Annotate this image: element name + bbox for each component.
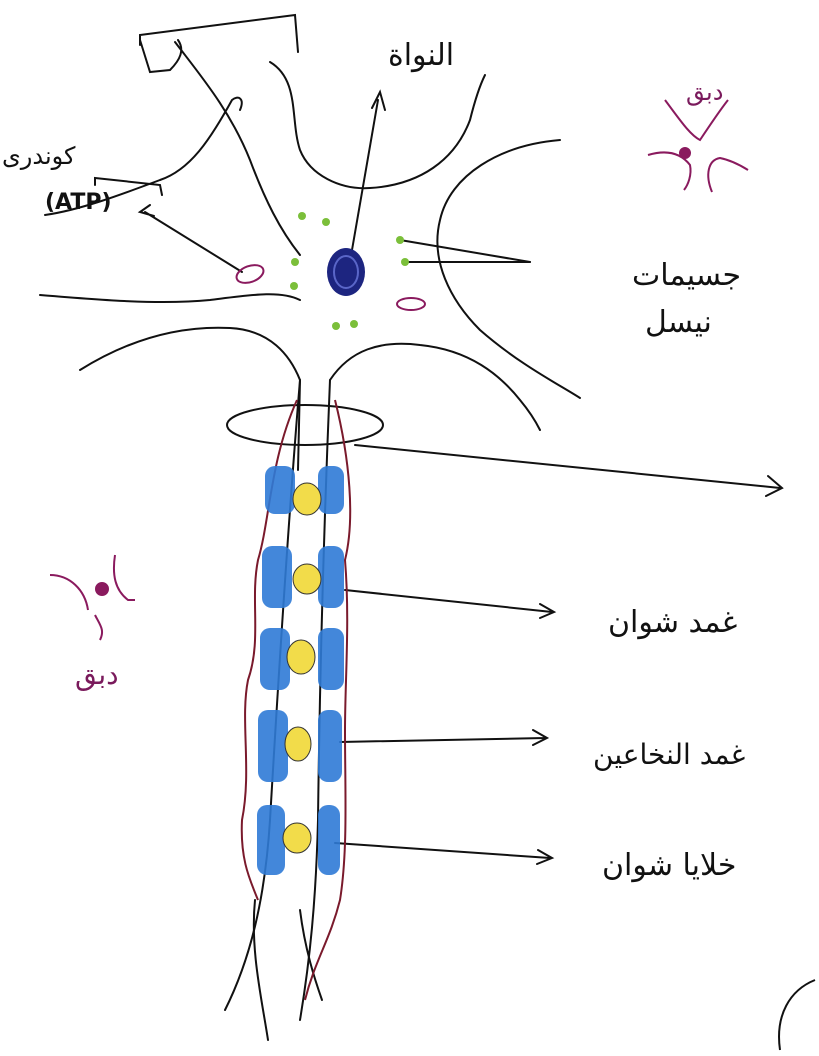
nissl-body bbox=[290, 282, 298, 290]
dendrite-right bbox=[437, 140, 580, 398]
schwann-cells-label: خلايا شوان bbox=[602, 848, 736, 883]
dendrite-left bbox=[40, 294, 300, 302]
axon-terminal-2 bbox=[300, 910, 322, 1000]
nissl-body bbox=[322, 218, 330, 226]
schwann-nucleus-2 bbox=[293, 564, 321, 594]
schwann-nucleus-5 bbox=[283, 823, 311, 853]
myelin-segment-1-left bbox=[265, 466, 295, 514]
nissl-body bbox=[350, 320, 358, 328]
myelin-segment-4-right bbox=[318, 710, 342, 782]
nucleus-label: النواة bbox=[388, 38, 454, 73]
atp-pointer bbox=[140, 205, 242, 272]
myelin-segment-1-right bbox=[318, 466, 344, 514]
myelin-sheath-label: غمد النخاعين bbox=[593, 738, 745, 771]
myelin-segment-3-left bbox=[260, 628, 290, 690]
glia-top-label: دبق bbox=[686, 78, 723, 106]
nissl-body bbox=[396, 236, 404, 244]
wrapping-arrow bbox=[227, 405, 383, 445]
nissl-pointer-1 bbox=[400, 240, 530, 262]
schwann-nucleus-3 bbox=[287, 640, 315, 674]
schwann-nucleus-4 bbox=[285, 727, 311, 761]
mitochondrion-2 bbox=[397, 298, 425, 310]
dendrite-lower-right bbox=[330, 344, 540, 430]
dendrite-lower-left bbox=[80, 328, 300, 470]
nissl-body bbox=[291, 258, 299, 266]
nissl-label-line1: جسيمات bbox=[632, 258, 741, 293]
atp-label: (ATP) bbox=[45, 190, 112, 215]
myelin-pointer bbox=[340, 730, 547, 745]
schwann-sheath-pointer bbox=[345, 590, 554, 618]
mitochondria-label: كوندرى bbox=[2, 142, 75, 170]
nissl-label-line2: نيسل bbox=[645, 305, 712, 340]
nissl-body bbox=[332, 322, 340, 330]
glia-bottom-label: دبق bbox=[75, 658, 119, 691]
myelin-segment-4-left bbox=[258, 710, 288, 782]
sheath-pointer-top bbox=[355, 445, 782, 496]
myelin-segment-5-right bbox=[318, 805, 340, 875]
page-mark-circle bbox=[779, 980, 815, 1050]
schwann-nucleus-1 bbox=[293, 483, 321, 515]
schwann-cells-pointer bbox=[335, 843, 552, 864]
nucleus-pointer bbox=[352, 92, 385, 250]
mitochondrion-1 bbox=[234, 262, 266, 287]
glial-cell-bottom bbox=[50, 555, 135, 640]
myelin-segment-2-left bbox=[262, 546, 292, 608]
myelin-segment-5-left bbox=[257, 805, 285, 875]
glial-cell-top bbox=[648, 100, 748, 192]
myelin-segment-2-right bbox=[318, 546, 344, 608]
myelin-segment-3-right bbox=[318, 628, 344, 690]
dendrite-top-right bbox=[270, 62, 485, 188]
nissl-body bbox=[401, 258, 409, 266]
cell-nucleus bbox=[327, 248, 365, 296]
nissl-body bbox=[298, 212, 306, 220]
schwann-sheath-label: غمد شوان bbox=[608, 605, 737, 640]
dendrite-bracket bbox=[140, 15, 298, 52]
